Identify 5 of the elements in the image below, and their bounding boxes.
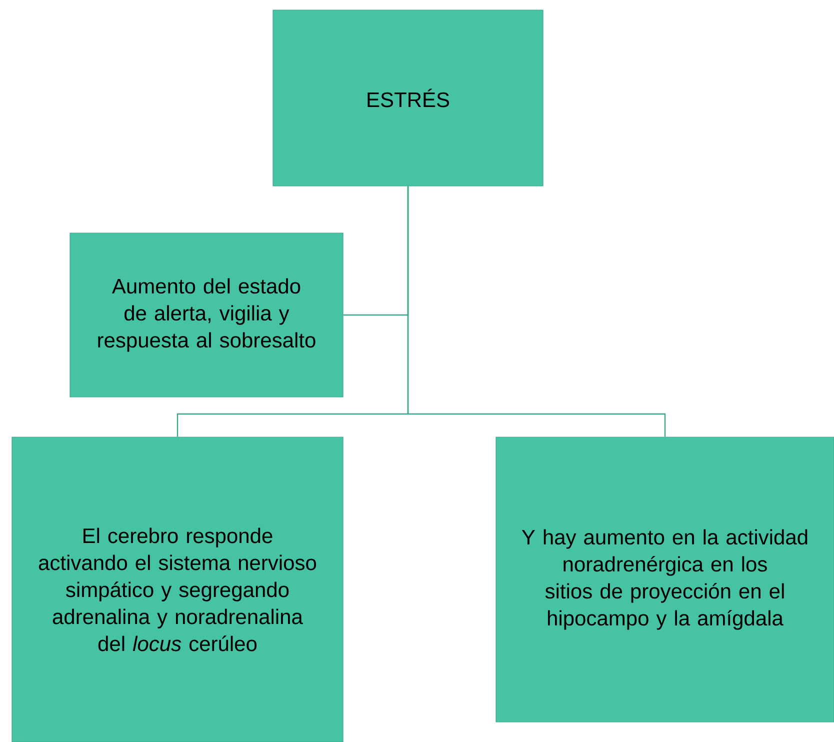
process-box: Aumento del estado de alerta, vigilia y respuesta al sobresalto bbox=[70, 232, 344, 398]
process-box: ESTRÉS bbox=[272, 10, 544, 186]
process-box: El cerebro responde activando el sistema nervioso simpático y segregando adrenalina y noradrenalina del locus cerúleo bbox=[12, 436, 344, 742]
connector-line bbox=[407, 186, 666, 437]
process-box: Y hay aumento en la actividad noradrenérgica en los sitios de proyección en el hipocampo y la amígdala bbox=[496, 436, 834, 722]
